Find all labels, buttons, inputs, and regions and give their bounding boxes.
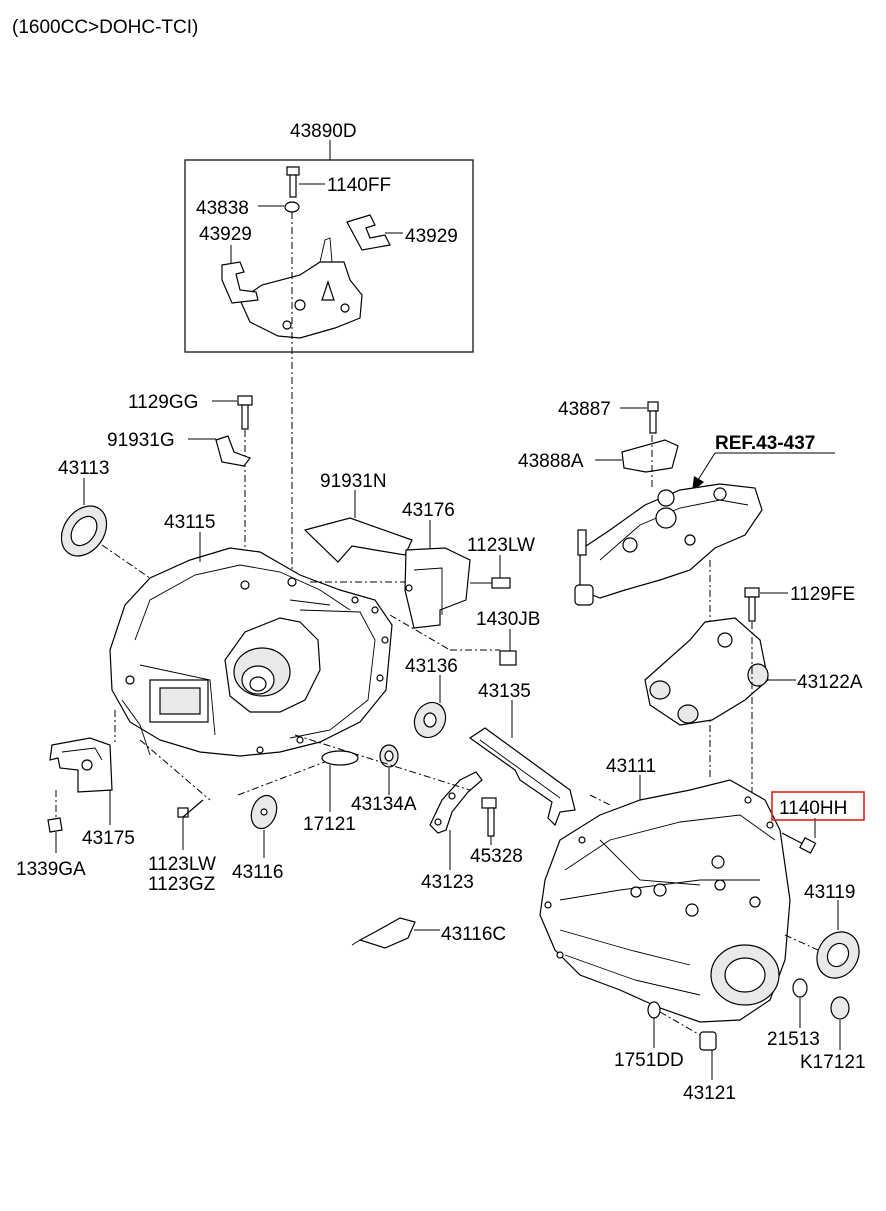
clutch-housing bbox=[60, 395, 393, 757]
part-label-43136: 43136 bbox=[405, 656, 458, 677]
part-label-43121: 43121 bbox=[683, 1083, 736, 1104]
engine-spec-heading: (1600CC>DOHC-TCI) bbox=[12, 17, 198, 38]
part-label-43113: 43113 bbox=[58, 458, 109, 479]
part-label-1339GA: 1339GA bbox=[16, 859, 86, 880]
part-label-43116: 43116 bbox=[232, 862, 283, 883]
mount-bracket-cluster bbox=[644, 587, 796, 880]
seal-and-rail-cluster bbox=[413, 675, 576, 827]
part-label-43119: 43119 bbox=[804, 882, 855, 903]
part-label-1123LW-lower: 1123LW bbox=[148, 854, 216, 875]
part-label-43134A: 43134A bbox=[351, 794, 417, 815]
lower-left-parts bbox=[47, 710, 497, 949]
part-label-1123GZ: 1123GZ bbox=[148, 874, 216, 895]
part-label-1123LW-upper: 1123LW bbox=[467, 535, 535, 556]
shift-lever-bracket-assembly bbox=[184, 140, 474, 580]
part-label-1129FE: 1129FE bbox=[790, 584, 855, 605]
part-label-43123: 43123 bbox=[421, 872, 474, 893]
bracket-cluster-upper-middle bbox=[303, 490, 517, 666]
part-label-91931G: 91931G bbox=[107, 430, 175, 451]
part-label-21513: 21513 bbox=[767, 1029, 820, 1050]
part-label-1129GG: 1129GG bbox=[128, 392, 198, 413]
part-label-1751DD: 1751DD bbox=[614, 1050, 684, 1071]
transmission-case bbox=[539, 775, 860, 1080]
part-label-43116C: 43116C bbox=[441, 924, 506, 945]
reference-label[interactable]: REF.43-437 bbox=[715, 433, 815, 454]
part-label-43887: 43887 bbox=[558, 399, 611, 420]
part-label-1140FF: 1140FF bbox=[327, 175, 391, 196]
part-label-1140HH[interactable]: 1140HH bbox=[779, 798, 847, 819]
part-label-43929-right: 43929 bbox=[405, 226, 458, 247]
part-label-1430JB: 1430JB bbox=[476, 609, 540, 630]
part-label-43115: 43115 bbox=[164, 512, 215, 533]
part-label-43175: 43175 bbox=[82, 828, 135, 849]
part-label-91931N: 91931N bbox=[320, 471, 387, 492]
part-label-17121: 17121 bbox=[303, 814, 356, 835]
shift-cover-reference bbox=[574, 401, 835, 780]
part-label-43890D: 43890D bbox=[290, 121, 357, 142]
part-label-43838: 43838 bbox=[196, 198, 249, 219]
part-label-43111: 43111 bbox=[606, 756, 656, 777]
part-label-43135: 43135 bbox=[478, 681, 531, 702]
part-label-43888A: 43888A bbox=[518, 451, 584, 472]
highlight-box bbox=[771, 791, 865, 821]
part-label-43929-left: 43929 bbox=[199, 224, 252, 245]
part-label-43122A: 43122A bbox=[797, 672, 863, 693]
part-label-43176: 43176 bbox=[402, 500, 455, 521]
part-label-K17121: K17121 bbox=[800, 1052, 866, 1073]
part-label-45328: 45328 bbox=[470, 846, 523, 867]
